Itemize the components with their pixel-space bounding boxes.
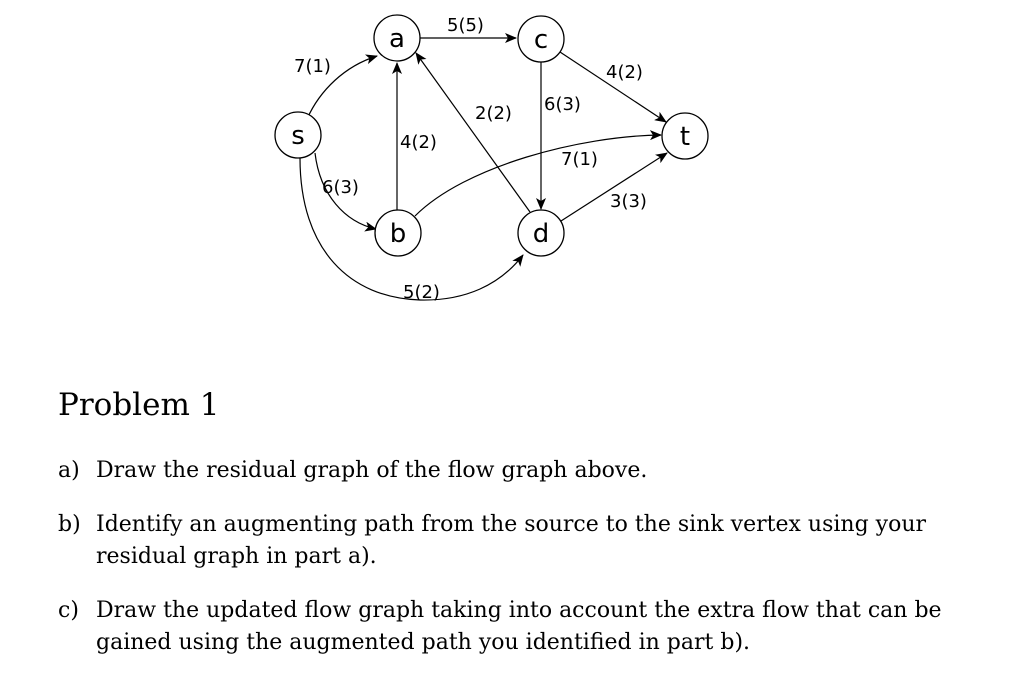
edge-label-s-a: 7(1) [294, 56, 331, 77]
edge-c-t [559, 51, 667, 123]
edge-s-b [314, 152, 377, 232]
problem-part-b: b) Identify an augmenting path from the … [58, 509, 998, 573]
node-label-b: b [390, 219, 407, 249]
part-text: Identify an augmenting path from the sou… [96, 512, 927, 569]
edge-label-a-c: 5(5) [447, 15, 484, 36]
edge-label-s-b: 6(3) [322, 177, 359, 198]
part-marker: a) [58, 458, 80, 483]
edge-label-d-t: 3(3) [610, 191, 647, 212]
node-s: s [274, 111, 322, 159]
node-label-c: c [534, 25, 548, 55]
part-text: Draw the residual graph of the flow grap… [96, 458, 648, 483]
edge-label-d-a: 2(2) [475, 103, 512, 124]
node-d: d [517, 209, 565, 257]
problem-title: Problem 1 [58, 387, 220, 423]
problem-section: Problem 1 a) Draw the residual graph of … [58, 385, 998, 681]
edges-group [299, 33, 668, 301]
edge-label-b-a: 4(2) [400, 132, 437, 153]
part-marker: c) [58, 598, 79, 623]
node-a: a [373, 14, 421, 62]
problem-part-a: a) Draw the residual graph of the flow g… [58, 455, 998, 487]
part-marker: b) [58, 512, 81, 537]
edge-labels-group: 7(1) 6(3) 5(2) 5(5) 4(2) 2(2) 6(3) 4(2) … [294, 15, 647, 303]
edge-label-c-d: 6(3) [544, 94, 581, 115]
node-label-s: s [291, 121, 305, 151]
edge-label-c-t: 4(2) [606, 62, 643, 83]
edge-label-s-d: 5(2) [403, 282, 440, 303]
node-label-d: d [533, 219, 550, 249]
edge-d-a [415, 52, 531, 213]
node-label-a: a [389, 24, 405, 54]
nodes-group: s a c t b d [274, 14, 709, 257]
node-c: c [517, 15, 565, 63]
edge-s-d [299, 157, 524, 301]
edge-b-t [414, 130, 662, 217]
edge-s-a [306, 54, 378, 120]
flow-graph-diagram: 7(1) 6(3) 5(2) 5(5) 4(2) 2(2) 6(3) 4(2) … [274, 14, 709, 303]
edge-label-b-t: 7(1) [561, 149, 598, 170]
node-t: t [661, 112, 709, 160]
part-text: Draw the updated flow graph taking into … [96, 598, 942, 655]
node-label-t: t [680, 122, 690, 152]
edge-d-t [560, 152, 668, 222]
problem-part-c: c) Draw the updated flow graph taking in… [58, 595, 998, 659]
node-b: b [374, 209, 422, 257]
